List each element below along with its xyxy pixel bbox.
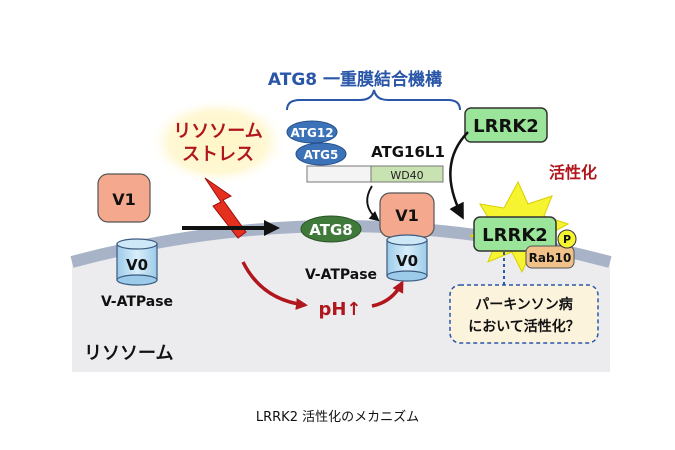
lrrk2-active [473, 216, 557, 252]
stress-label-line1: リソソーム [173, 121, 262, 142]
rab10-protein [525, 245, 575, 269]
v0-subunit-left [116, 238, 158, 286]
atg5-label: ATG5 [304, 148, 339, 162]
v0-label-left: V0 [126, 256, 148, 274]
atg8-protein [300, 215, 362, 243]
atg16l1-bar [306, 165, 372, 183]
activation-label: 活性化 [549, 163, 597, 182]
v-atpase-label-right: V-ATPase [305, 267, 377, 283]
ph-label: pH↑ [318, 299, 361, 320]
atg16l1-label: ATG16L1 [371, 143, 445, 161]
wd40-domain [370, 165, 444, 183]
ph-to-v0-arrow [371, 280, 404, 308]
brace-icon [286, 89, 461, 111]
figure-caption: LRRK2 活性化のメカニズム [255, 410, 420, 425]
lrrk2-active-label: LRRK2 [482, 225, 548, 246]
callout-line1: パーキンソン病 [475, 296, 573, 313]
phosphate-label: P [563, 233, 571, 246]
stress-glow [148, 98, 288, 186]
lrrk2-recruitment-arrow [449, 131, 469, 220]
v1-label-left: V1 [112, 190, 136, 209]
lrrk2-inactive-label: LRRK2 [473, 116, 539, 137]
atg8-label: ATG8 [309, 221, 352, 239]
lysosome-label: リソソーム [84, 343, 173, 364]
atg5-protein [295, 142, 347, 166]
parkinson-callout [449, 284, 599, 344]
rab10-label: Rab10 [529, 251, 572, 265]
atg8-conjugation-title: ATG8 一重膜結合機構 [268, 69, 442, 90]
stress-label-line2: ストレス [182, 144, 254, 165]
atg12-protein [286, 120, 338, 144]
wd40-binding-arrow [366, 185, 380, 222]
v-atpase-label-left: V-ATPase [101, 294, 173, 310]
v0-label-right: V0 [396, 252, 418, 270]
v0-subunit-right [386, 234, 428, 282]
lrrk2-inactive [464, 107, 548, 143]
lightning-bolt-icon [204, 177, 247, 239]
ph-increase-arrow [241, 261, 308, 310]
callout-line2: において活性化？ [468, 318, 580, 335]
atg12-label: ATG12 [290, 126, 333, 140]
v1-subunit-left [97, 173, 151, 223]
v1-label-right: V1 [395, 206, 419, 225]
phosphate-icon [557, 229, 577, 249]
wd40-label: WD40 [390, 169, 423, 182]
